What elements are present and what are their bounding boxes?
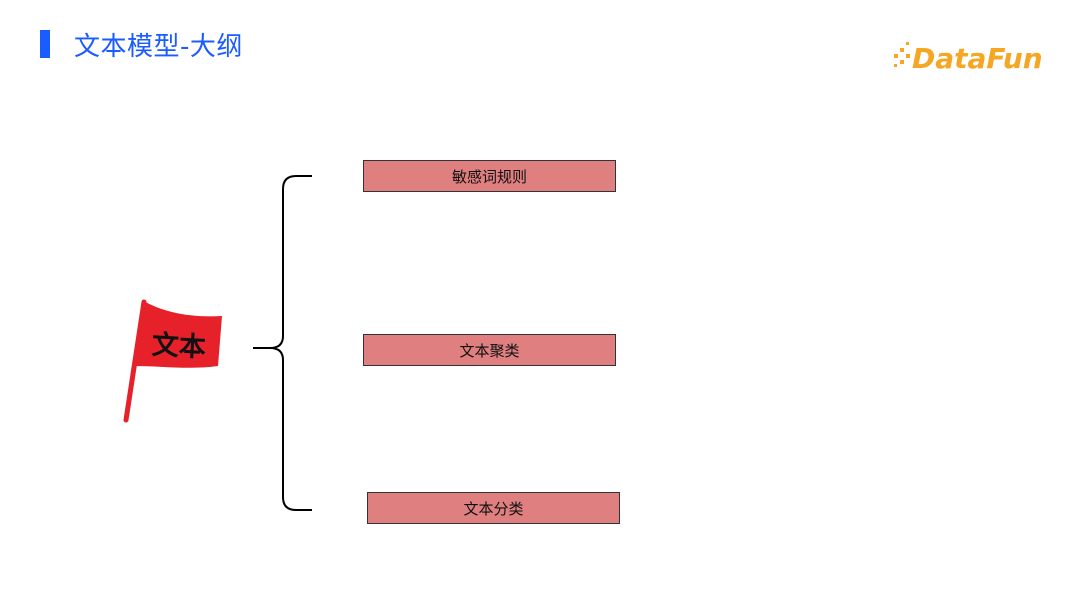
page-title: 文本模型-大纲 [74, 32, 243, 62]
branch-text-classification: 文本分类 [367, 492, 620, 524]
branch-text-clustering: 文本聚类 [363, 334, 616, 366]
logo-dots-icon [894, 42, 910, 67]
red-flag-icon [134, 300, 222, 368]
datafun-logo: DataFun. [894, 42, 1042, 75]
branch-sensitive-word-rules: 敏感词规则 [363, 160, 616, 192]
logo-text: DataFun. [912, 42, 1042, 75]
title-accent-bar [40, 30, 50, 58]
curly-brace [253, 175, 312, 511]
root-label: 文本 [151, 329, 207, 364]
